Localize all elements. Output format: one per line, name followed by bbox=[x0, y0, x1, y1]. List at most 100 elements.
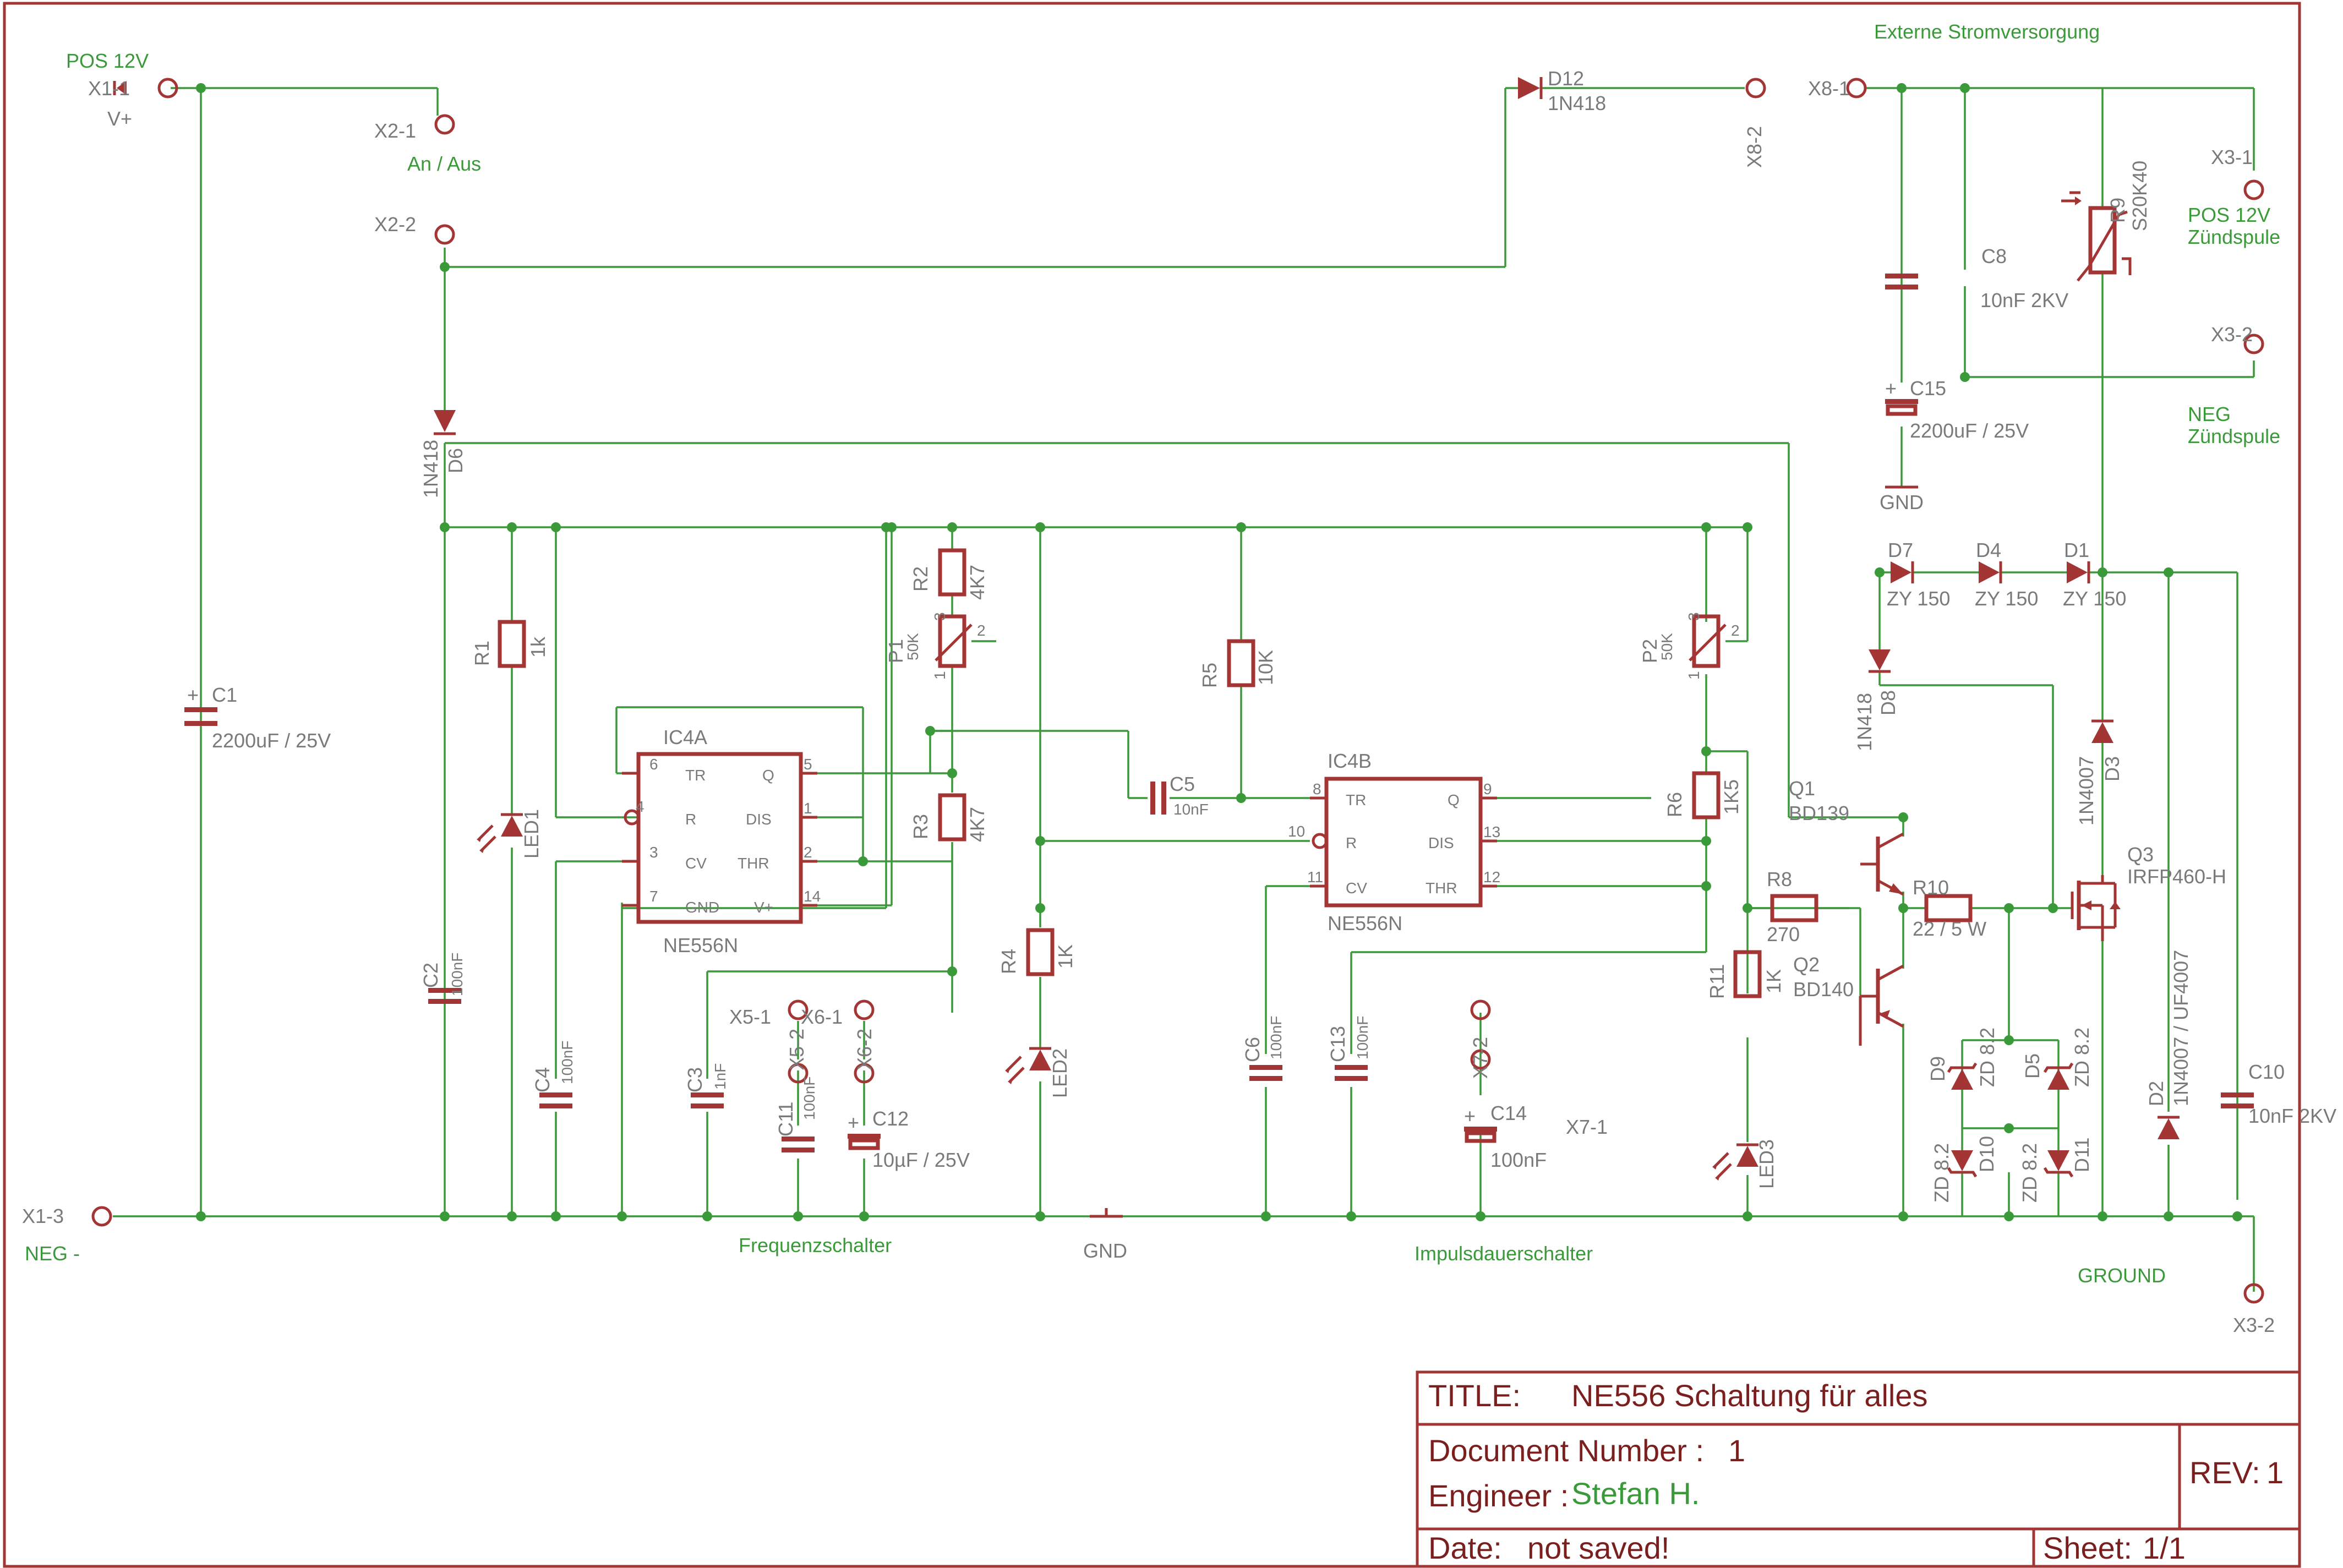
ic4b-pinnum-13: 13 bbox=[1483, 823, 1500, 840]
led-led3[interactable]: LED3 bbox=[1712, 1139, 1778, 1189]
resistor-r10[interactable]: R10 22 / 5 W bbox=[1913, 876, 1986, 940]
pos12v-zs-label-2: Zündspule bbox=[2188, 226, 2280, 248]
capacitor-c5[interactable]: C5 10nF bbox=[1150, 773, 1209, 818]
capacitor-c12[interactable]: + C12 10µF / 25V bbox=[848, 1107, 970, 1171]
c11-name: C11 bbox=[774, 1102, 797, 1137]
diode-d2[interactable]: D2 1N4007 / UF4007 bbox=[2145, 950, 2192, 1139]
c4-name: C4 bbox=[531, 1067, 554, 1092]
capacitor-c11[interactable]: C11 100nF bbox=[774, 1077, 818, 1152]
junction-dot bbox=[551, 1211, 561, 1221]
junction-dot bbox=[1476, 1211, 1485, 1221]
mosfet-q3[interactable]: Q3 IRFP460-H bbox=[2071, 843, 2226, 941]
transistor-q2[interactable]: Q2 BD140 bbox=[1793, 953, 1904, 1046]
diode-d1[interactable]: D1 ZY 150 bbox=[2063, 539, 2126, 610]
d8-value: 1N418 bbox=[1853, 693, 1876, 751]
resistor-r8[interactable]: R8 270 bbox=[1767, 868, 1818, 946]
gnd2-label: GND bbox=[1880, 491, 1924, 513]
junction-dot bbox=[2098, 567, 2107, 577]
x7-1-label: X7-1 bbox=[1566, 1116, 1608, 1138]
diode-d8[interactable]: 1N418 D8 bbox=[1853, 649, 1899, 751]
junction-dot bbox=[1035, 903, 1045, 913]
d7-value: ZY 150 bbox=[1887, 587, 1950, 610]
capacitor-c6[interactable]: C6 100nF bbox=[1241, 1016, 1285, 1081]
junction-dot bbox=[440, 262, 450, 272]
q3-name: Q3 bbox=[2127, 843, 2154, 866]
capacitor-c3[interactable]: C3 1nF bbox=[684, 1063, 729, 1108]
junction-dot bbox=[2004, 1035, 2014, 1045]
capacitor-c13[interactable]: C13 100nF bbox=[1326, 1016, 1371, 1081]
resistor-r3[interactable]: R3 4K7 bbox=[909, 793, 988, 842]
junctions bbox=[196, 83, 2242, 1221]
diode-d6[interactable]: 1N418 D6 bbox=[419, 410, 467, 498]
capacitor-c14[interactable]: + C14 100nF bbox=[1464, 1102, 1547, 1171]
connector-x2-1[interactable]: X2-1 bbox=[374, 114, 455, 142]
led-led2[interactable]: LED2 bbox=[1005, 1047, 1071, 1098]
capacitor-c2[interactable]: C2 100nF bbox=[419, 953, 466, 1004]
date-label: Date: bbox=[1428, 1531, 1502, 1565]
pot-p1[interactable]: P1 50K 3 1 2 bbox=[884, 612, 986, 680]
title-label: TITLE: bbox=[1428, 1378, 1521, 1413]
connector-x8-2[interactable]: X8-2 bbox=[1743, 78, 1766, 168]
diode-d4[interactable]: D4 ZY 150 bbox=[1975, 539, 2038, 610]
c12-value: 10µF / 25V bbox=[872, 1149, 970, 1171]
transistor-q1[interactable]: Q1 BD139 bbox=[1789, 777, 1904, 896]
connector-x1-3[interactable]: X1-3 bbox=[22, 1205, 112, 1227]
connector-x8-1[interactable]: X8-1 bbox=[1808, 77, 1867, 100]
d10-name: D10 bbox=[1975, 1136, 1998, 1172]
diode-d12[interactable]: D12 1N418 bbox=[1518, 67, 1606, 114]
capacitor-c1[interactable]: + C1 2200uF / 25V bbox=[184, 684, 331, 752]
diode-d3[interactable]: 1N4007 D3 bbox=[2075, 719, 2123, 826]
x8-1-label: X8-1 bbox=[1808, 77, 1850, 100]
r10-value: 22 / 5 W bbox=[1913, 917, 1986, 940]
connector-x3-2-bottom[interactable]: X3-2 bbox=[2233, 1283, 2275, 1336]
diode-d9[interactable]: D9 ZD 8.2 bbox=[1926, 1028, 1998, 1090]
resistor-r2[interactable]: R2 4K7 bbox=[909, 548, 988, 600]
diode-d7[interactable]: D7 ZY 150 bbox=[1887, 539, 1950, 610]
r6-name: R6 bbox=[1663, 792, 1686, 817]
d10-value: ZD 8.2 bbox=[1930, 1143, 1953, 1203]
svg-text:+: + bbox=[1464, 1105, 1476, 1127]
c14-value: 100nF bbox=[1490, 1149, 1547, 1171]
ic4a-pin-gnd: GND bbox=[685, 899, 719, 916]
resistor-r11[interactable]: R11 1K bbox=[1706, 950, 1785, 999]
engineer-label: Engineer : bbox=[1428, 1478, 1569, 1513]
resistor-r1[interactable]: R1 1k bbox=[471, 620, 549, 668]
junction-dot bbox=[1035, 836, 1045, 846]
junction-dot bbox=[859, 1211, 869, 1221]
c1-name: C1 bbox=[212, 684, 237, 706]
x3-1-label: X3-1 bbox=[2211, 146, 2253, 168]
connector-x6[interactable]: X6-1 X6-2 bbox=[801, 999, 876, 1084]
p1-value: 50K bbox=[904, 633, 921, 660]
capacitor-c15[interactable]: + C15 2200uF / 25V bbox=[1885, 377, 2029, 442]
junction-dot bbox=[1035, 1211, 1045, 1221]
diode-d11[interactable]: ZD 8.2 D11 bbox=[2018, 1138, 2093, 1203]
connector-x3-2-top[interactable]: X3-2 bbox=[2211, 323, 2264, 354]
c2-name: C2 bbox=[419, 963, 442, 988]
c4-value: 100nF bbox=[559, 1041, 576, 1084]
connector-x2-2[interactable]: X2-2 bbox=[374, 213, 455, 245]
gnd-symbol-main: GND bbox=[1083, 1208, 1127, 1262]
pot-p2[interactable]: P2 50K 3 1 2 bbox=[1639, 612, 1740, 680]
resistor-r6[interactable]: R6 1K5 bbox=[1663, 771, 1743, 819]
d7-name: D7 bbox=[1888, 539, 1913, 561]
resistor-r5[interactable]: R5 10K bbox=[1198, 639, 1277, 688]
c5-value: 10nF bbox=[1173, 801, 1209, 818]
resistor-r4[interactable]: R4 1K bbox=[997, 928, 1077, 976]
junction-dot bbox=[507, 1211, 517, 1221]
capacitor-c8[interactable]: C8 C8 10nF 2KV bbox=[1885, 245, 2068, 312]
c6-name: C6 bbox=[1241, 1037, 1264, 1062]
d12-name: D12 bbox=[1548, 67, 1584, 90]
connector-x5[interactable]: X5-1 X5-2 bbox=[729, 999, 809, 1084]
capacitor-c10[interactable]: C10 10nF 2KV bbox=[2221, 1061, 2336, 1127]
varistor-r9[interactable]: R9 S20K40 bbox=[2061, 161, 2151, 282]
ic4b[interactable]: IC4B NE556N TR R CV Q DIS THR 8 10 11 9 … bbox=[1288, 750, 1500, 935]
led-led1[interactable]: LED1 bbox=[477, 809, 543, 859]
connector-x3-1[interactable]: X3-1 bbox=[2211, 146, 2264, 200]
diode-d5[interactable]: D5 ZD 8.2 bbox=[2021, 1028, 2093, 1090]
r11-name: R11 bbox=[1706, 964, 1728, 999]
capacitor-c4[interactable]: C4 100nF bbox=[531, 1041, 576, 1108]
connector-x1-1[interactable]: X1-1 bbox=[88, 77, 178, 100]
connector-x7[interactable]: X7-2 X7-1 bbox=[1469, 999, 1608, 1138]
ic4a[interactable]: IC4A NE556N TR R CV GND Q DIS THR V+ 6 4… bbox=[622, 726, 821, 957]
diode-d10[interactable]: ZD 8.2 D10 bbox=[1930, 1136, 1998, 1203]
